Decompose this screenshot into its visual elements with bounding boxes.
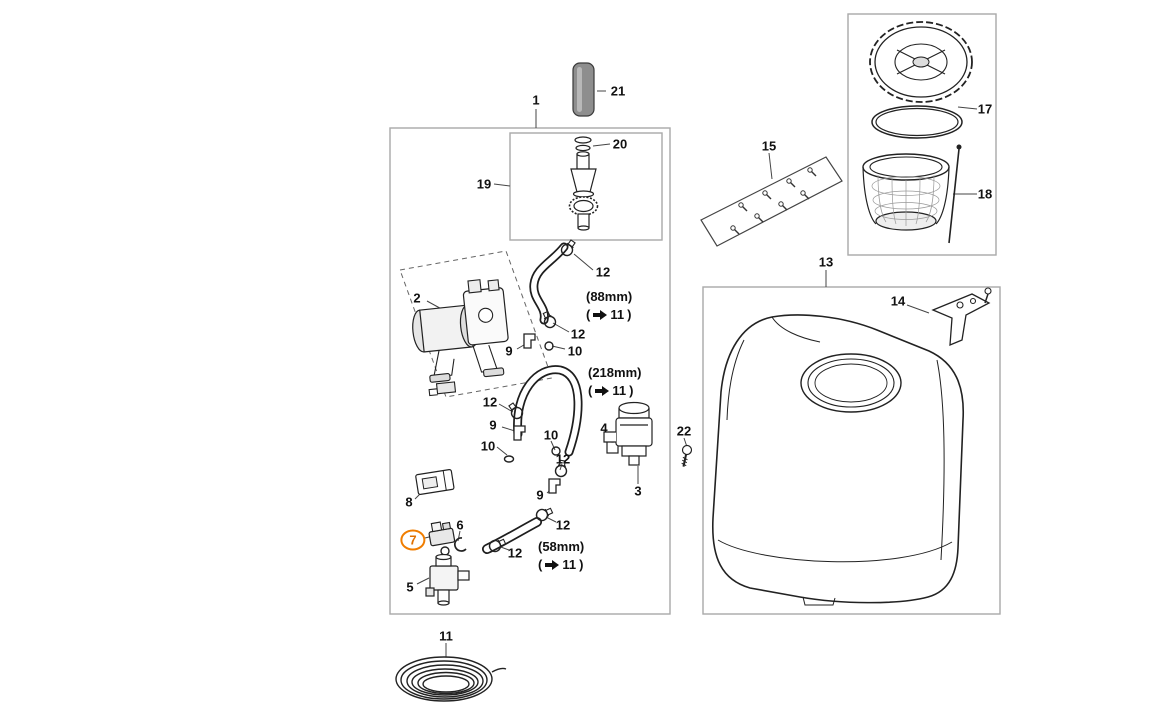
callout-12a[interactable]: 12 [595, 264, 611, 280]
callout-20[interactable]: 20 [612, 136, 628, 152]
part-strainer [862, 153, 950, 231]
callout-2[interactable]: 2 [413, 290, 421, 306]
callout-10a[interactable]: 10 [567, 343, 583, 359]
callout-14[interactable]: 14 [890, 293, 906, 309]
callout-12c[interactable]: 12 [482, 394, 498, 410]
tank-box [702, 286, 1001, 615]
callout-9b[interactable]: 9 [489, 417, 497, 433]
callout-19[interactable]: 19 [476, 176, 492, 192]
measurement-ref: ( 11 ) [586, 306, 632, 324]
spray-valve-box [509, 132, 663, 241]
ref-arrow-icon [595, 386, 610, 397]
part-dip-tube [948, 144, 962, 244]
part-cap-oring [871, 105, 963, 139]
callout-12e[interactable]: 12 [507, 545, 523, 561]
callout-10b[interactable]: 10 [480, 438, 496, 454]
ref-number[interactable]: 11 [562, 557, 577, 573]
callout-21[interactable]: 21 [610, 83, 626, 99]
callout-9a[interactable]: 9 [505, 343, 513, 359]
part-spray-valve [568, 151, 599, 231]
paren-open: ( [586, 307, 591, 323]
paren-close: ) [579, 557, 584, 573]
callout-7-highlighted[interactable]: 7 [400, 529, 426, 551]
measurement-ref: ( 11 ) [588, 382, 641, 400]
callout-10c[interactable]: 10 [543, 427, 559, 443]
callout-11[interactable]: 11 [439, 628, 453, 644]
measurement-88mm: (88mm) ( 11 ) [586, 288, 632, 324]
part-pressure-switch [428, 521, 456, 547]
cap-strainer-box [847, 13, 997, 256]
part-tank-cap [869, 21, 973, 103]
callout-12b[interactable]: 12 [570, 326, 586, 342]
paren-open: ( [588, 383, 593, 399]
paren-close: ) [627, 307, 632, 323]
callout-18[interactable]: 18 [977, 186, 993, 202]
callout-8[interactable]: 8 [405, 494, 413, 510]
callout-13[interactable]: 13 [818, 254, 834, 270]
callout-1[interactable]: 1 [532, 92, 540, 108]
measurement-length: (218mm) [588, 365, 642, 380]
part-housing-8 [415, 469, 455, 496]
callout-3[interactable]: 3 [634, 483, 642, 499]
ref-number[interactable]: 11 [610, 307, 625, 323]
part-pump [412, 279, 509, 397]
part-tank [711, 314, 965, 606]
measurement-ref: ( 11 ) [538, 556, 584, 574]
paren-open: ( [538, 557, 543, 573]
callout-12d[interactable]: 12 [555, 451, 571, 467]
callout-12f[interactable]: 12 [555, 517, 571, 533]
part-grip [572, 62, 595, 117]
hose-218mm [513, 365, 583, 457]
ref-arrow-icon [545, 560, 560, 571]
measurement-length: (58mm) [538, 539, 585, 554]
part-bracket [931, 287, 992, 347]
callout-4[interactable]: 4 [600, 420, 608, 436]
ref-arrow-icon [593, 310, 608, 321]
main-assembly-box [389, 127, 671, 615]
part-orings [503, 341, 561, 463]
callout-5[interactable]: 5 [406, 579, 414, 595]
part-regulator [603, 401, 653, 466]
measurement-58mm: (58mm) ( 11 ) [538, 538, 584, 574]
paren-close: ) [629, 383, 634, 399]
hose-58mm [482, 517, 542, 554]
callout-9c[interactable]: 9 [536, 487, 544, 503]
measurement-length: (88mm) [586, 289, 633, 304]
measurement-218mm: (218mm) ( 11 ) [588, 364, 641, 400]
part-elbows [513, 333, 561, 494]
callout-17[interactable]: 17 [977, 101, 993, 117]
hose-88mm [529, 242, 569, 325]
frame-boxes [389, 13, 1001, 615]
callout-15[interactable]: 15 [761, 138, 777, 154]
ref-number[interactable]: 11 [612, 383, 627, 399]
part-washers [574, 136, 592, 152]
part-valve-5 [425, 553, 470, 606]
callout-22[interactable]: 22 [676, 423, 692, 439]
callout-6[interactable]: 6 [456, 517, 464, 533]
part-coil-hose [395, 656, 507, 702]
part-screw-plate [700, 156, 843, 247]
part-screw-22 [681, 444, 693, 467]
